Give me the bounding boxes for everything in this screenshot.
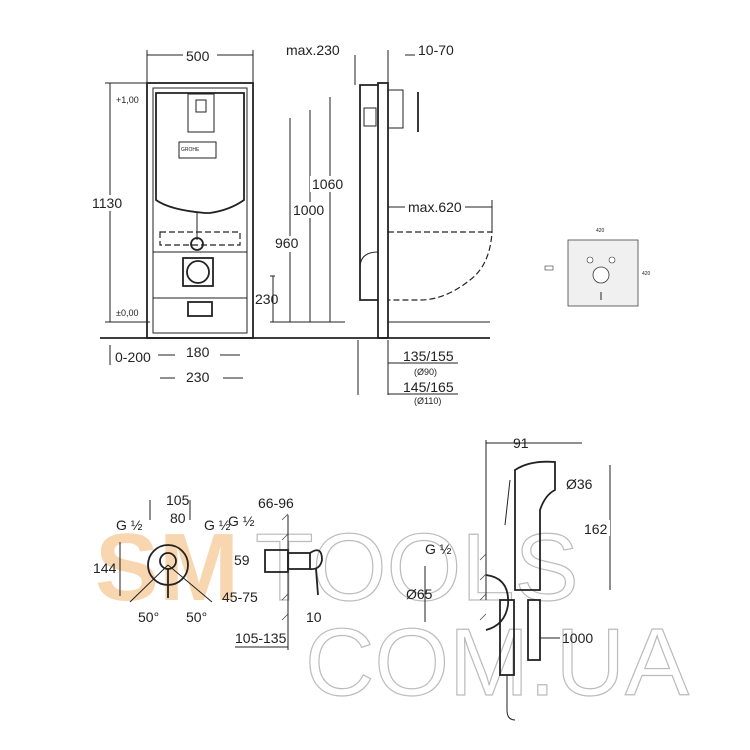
grohe-logo: GROHE: [181, 147, 200, 153]
angle-right: 50°: [186, 609, 207, 625]
dim-0-200: 0-200: [115, 349, 151, 365]
dim-10: 10: [306, 609, 322, 625]
dim-1000: 1000: [293, 202, 324, 218]
watermark-brand-rest: TOOLS: [255, 514, 579, 621]
dim-135-155: 135/155: [403, 348, 454, 364]
dim-145-165: 145/165: [403, 379, 454, 395]
dim-dia-65: Ø65: [406, 586, 433, 602]
dim-dia-90: (Ø90): [414, 367, 437, 377]
dim-66-96: 66-96: [258, 495, 294, 511]
dim-59: 59: [234, 552, 250, 568]
dim-144: 144: [93, 560, 117, 576]
dim-105-135: 105-135: [235, 630, 287, 646]
dim-max-230: max.230: [286, 42, 340, 58]
hygienic-shower-set: 91 Ø36 162 G ½ Ø65 1000: [406, 435, 611, 721]
watermark-domain: COM.UA: [305, 609, 689, 716]
level-top: +1,00: [116, 95, 139, 105]
dim-80: 80: [170, 510, 186, 526]
dim-162: 162: [584, 521, 608, 537]
dim-max-620: max.620: [408, 199, 462, 215]
level-zero: ±0,00: [116, 308, 138, 318]
shower-thread: G ½: [425, 541, 452, 557]
dim-height-1130: 1130: [92, 195, 122, 211]
sound-insulation-plate: 420 420: [544, 228, 651, 307]
angle-left: 50°: [138, 609, 159, 625]
watermark: SM TOOLS COM.UA: [95, 513, 690, 716]
thread-right: G ½: [204, 517, 231, 533]
watermark-brand-main: SM: [95, 514, 239, 621]
dim-1060: 1060: [312, 176, 343, 192]
mixer-front-view: 105 80 G ½ G ½ 144 50° 50°: [93, 492, 231, 625]
dim-180: 180: [186, 344, 210, 360]
dim-230-width: 230: [186, 369, 210, 385]
dim-10-70: 10-70: [418, 42, 454, 58]
frame-side-view: max.620 max.230 10-70 135/155 (Ø90) 145/…: [286, 42, 493, 406]
dim-dia-36: Ø36: [566, 476, 593, 492]
plate-width: 420: [596, 228, 605, 234]
mixer-side-view: 66-96 G ½ 59 45-75 10 105-135: [222, 495, 323, 650]
dim-960: 960: [275, 235, 299, 251]
dim-dia-110: (Ø110): [414, 396, 441, 406]
dim-width-500: 500: [186, 48, 210, 64]
plate-height: 420: [642, 271, 651, 277]
dim-105: 105: [166, 492, 190, 508]
dim-hose-1000: 1000: [562, 630, 593, 646]
dim-45-75: 45-75: [222, 589, 258, 605]
thread-left: G ½: [116, 517, 143, 533]
thread-side: G ½: [228, 513, 255, 529]
dim-91: 91: [513, 435, 529, 451]
dim-230-height: 230: [255, 291, 279, 307]
frame-front-view: GROHE 500 1130 +1,00 ±0,00 960 1000: [90, 47, 348, 385]
